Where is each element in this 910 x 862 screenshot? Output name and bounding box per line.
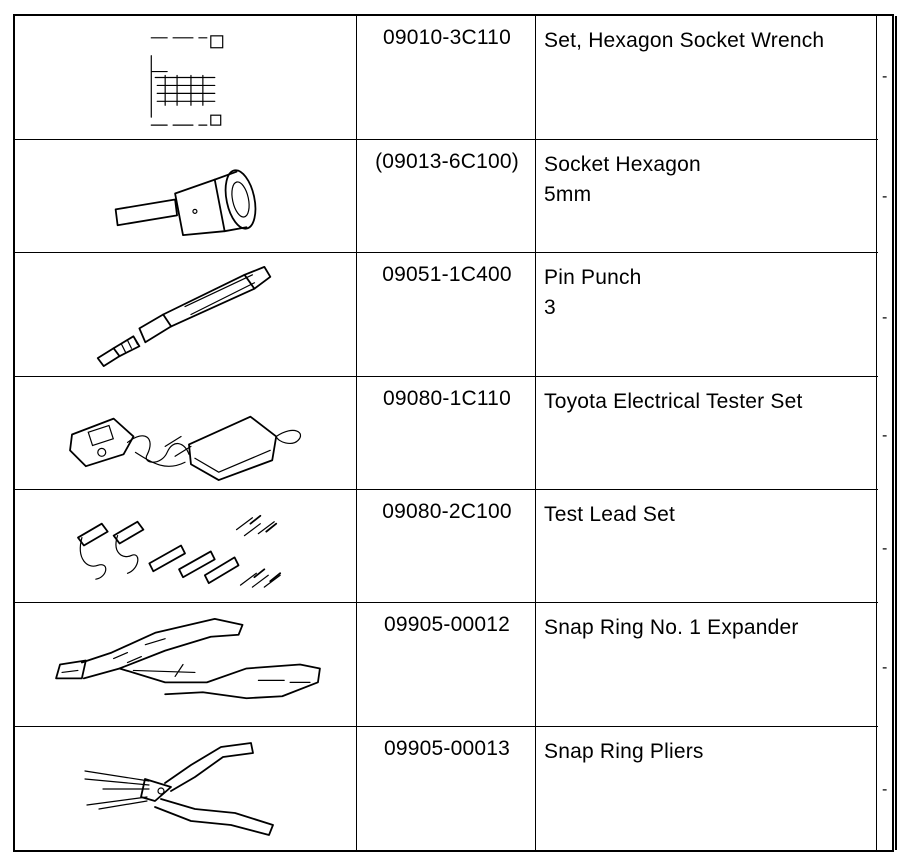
note-dash: - [882, 68, 888, 85]
note-dash: - [882, 659, 888, 676]
test-lead-set-icon [15, 490, 357, 602]
note-dash: - [882, 188, 888, 205]
tool-name: Snap Ring No. 1 Expander [544, 616, 799, 639]
snap-ring-expander-icon [15, 603, 357, 726]
column-divider [356, 16, 357, 850]
electrical-tester-set-icon [15, 377, 357, 489]
part-number: 09051-1C400 [382, 263, 512, 286]
column-divider [876, 16, 877, 850]
table-border-right [895, 16, 897, 850]
part-number: 09080-1C110 [383, 387, 511, 410]
tool-name: Toyota Electrical Tester Set [544, 390, 803, 413]
part-number: 09080-2C100 [382, 500, 512, 523]
part-number: (09013-6C100) [375, 150, 519, 173]
hexagon-socket-wrench-set-icon [15, 16, 357, 139]
pin-punch-icon [15, 253, 357, 376]
table-row: 09080-1C110 Toyota Electrical Tester Set… [15, 377, 887, 490]
table-row: (09013-6C100) Socket Hexagon 5mm - [15, 140, 887, 253]
snap-ring-pliers-icon [15, 727, 357, 850]
column-divider [535, 16, 536, 850]
note-dash: - [882, 427, 888, 444]
tool-name: Socket Hexagon 5mm [544, 153, 701, 206]
tool-name: Set, Hexagon Socket Wrench [544, 29, 825, 52]
table-row: 09010-3C110 Set, Hexagon Socket Wrench - [15, 16, 887, 140]
note-dash: - [882, 540, 888, 557]
socket-hexagon-icon [15, 140, 357, 252]
note-dash: - [882, 781, 888, 798]
part-number: 09905-00013 [384, 737, 510, 760]
tool-name: Pin Punch 3 [544, 266, 642, 319]
note-dash: - [882, 309, 888, 326]
part-number: 09010-3C110 [383, 26, 511, 49]
table-row: 09905-00012 Snap Ring No. 1 Expander - [15, 603, 887, 727]
part-number: 09905-00012 [384, 613, 510, 636]
special-tools-table: 09010-3C110 Set, Hexagon Socket Wrench -… [13, 14, 897, 852]
table-row: 09905-00013 Snap Ring Pliers - [15, 727, 887, 850]
tool-name: Test Lead Set [544, 503, 676, 526]
tool-name: Snap Ring Pliers [544, 740, 704, 763]
table-row: 09080-2C100 Test Lead Set - [15, 490, 887, 603]
table-row: 09051-1C400 Pin Punch 3 - [15, 253, 887, 377]
